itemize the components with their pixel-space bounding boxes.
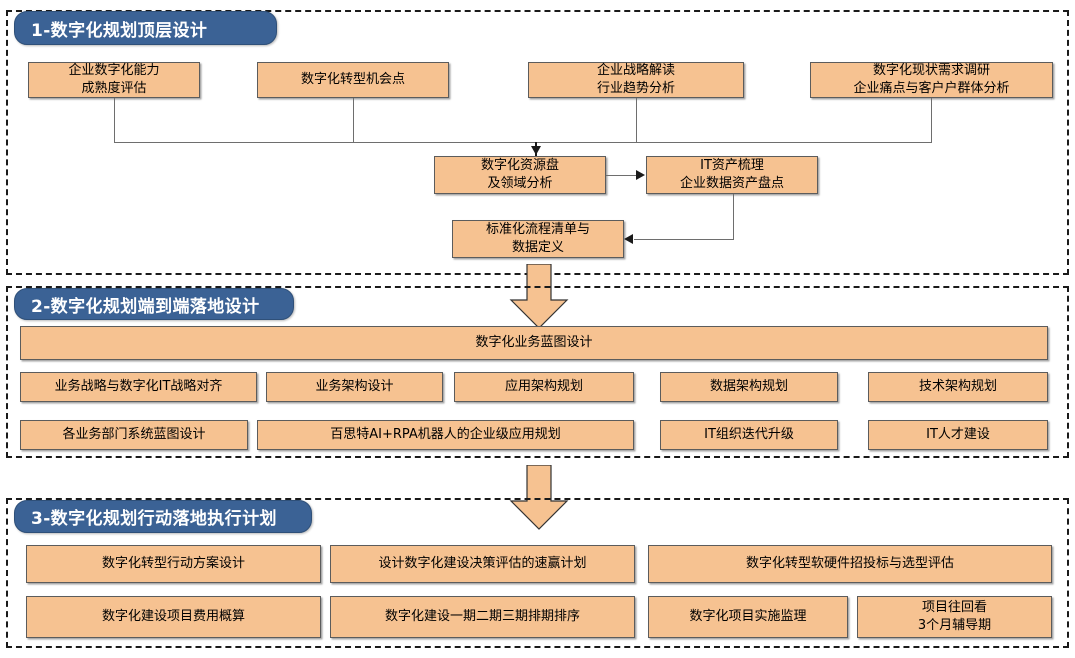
- box-project-supervision[interactable]: 数字化项目实施监理: [648, 596, 848, 638]
- box-line-1: 企业数字化能力: [68, 63, 160, 79]
- section-2-frame: [6, 286, 1069, 458]
- box-hardware-software-bidding[interactable]: 数字化转型软硬件招投标与选型评估: [648, 545, 1052, 583]
- connector-v-capability: [114, 98, 115, 142]
- connector-resource-to-itasset: [606, 175, 637, 176]
- box-ai-rpa-enterprise-plan[interactable]: 百思特AI+RPA机器人的企业级应用规划: [257, 420, 634, 450]
- box-resource-inventory[interactable]: 数字化资源盘 及领域分析: [434, 156, 606, 194]
- box-line-1: 数据架构规划: [709, 379, 788, 395]
- box-line-1: 数字化转型行动方案设计: [101, 556, 245, 572]
- box-line-1: 标准化流程清单与: [485, 222, 590, 238]
- box-current-state-research[interactable]: 数字化现状需求调研 企业痛点与客户户群体分析: [810, 62, 1053, 98]
- box-project-cost-estimate[interactable]: 数字化建设项目费用概算: [26, 596, 321, 638]
- box-transformation-action-plan[interactable]: 数字化转型行动方案设计: [26, 545, 321, 583]
- box-phase-scheduling[interactable]: 数字化建设一期二期三期排期排序: [330, 596, 635, 638]
- block-arrow-section1-to-section2: [508, 264, 570, 330]
- connector-itasset-down: [733, 194, 734, 239]
- box-line-1: 数字化项目实施监理: [689, 609, 807, 625]
- box-line-2: 企业痛点与客户户群体分析: [853, 81, 1010, 96]
- box-line-1: IT人才建设: [926, 427, 990, 443]
- box-line-1: 业务战略与数字化IT战略对齐: [54, 379, 223, 395]
- box-line-2: 数据定义: [511, 240, 564, 255]
- box-project-retrospective[interactable]: 项目往回看 3个月辅导期: [857, 596, 1052, 638]
- box-line-1: 项目往回看: [921, 600, 987, 616]
- box-line-2: 3个月辅导期: [917, 618, 992, 633]
- box-line-1: 业务架构设计: [315, 379, 394, 395]
- box-line-1: 数字化转型机会点: [300, 72, 405, 88]
- box-line-1: 企业战略解读: [596, 63, 675, 79]
- box-standard-process-list[interactable]: 标准化流程清单与 数据定义: [452, 220, 624, 258]
- box-line-1: 数字化建设一期二期三期排期排序: [384, 609, 580, 625]
- connector-v-opportunity: [353, 98, 354, 142]
- box-line-1: 数字化现状需求调研: [872, 63, 990, 79]
- box-line-2: 行业趋势分析: [596, 81, 675, 96]
- box-it-org-iteration[interactable]: IT组织迭代升级: [660, 420, 838, 450]
- section-3-title: 3-数字化规划行动落地执行计划: [31, 509, 277, 529]
- box-quick-win-plan[interactable]: 设计数字化建设决策评估的速赢计划: [330, 545, 635, 583]
- box-line-1: IT组织迭代升级: [704, 427, 794, 443]
- box-department-blueprint[interactable]: 各业务部门系统蓝图设计: [20, 420, 248, 450]
- connector-main-down-arrowhead: [531, 146, 541, 155]
- box-strategy-interpretation[interactable]: 企业战略解读 行业趋势分析: [528, 62, 744, 98]
- section-1-title: 1-数字化规划顶层设计: [31, 20, 208, 41]
- box-strategy-alignment[interactable]: 业务战略与数字化IT战略对齐: [20, 372, 257, 402]
- connector-v-research: [931, 98, 932, 142]
- box-line-1: 应用架构规划: [504, 379, 583, 395]
- box-it-asset-inventory[interactable]: IT资产梳理 企业数据资产盘点: [646, 156, 818, 194]
- connector-v-strategy: [636, 98, 637, 142]
- box-application-architecture[interactable]: 应用架构规划: [454, 372, 634, 402]
- box-line-1: 数字化业务蓝图设计: [475, 335, 593, 351]
- box-line-1: 技术架构规划: [918, 379, 997, 395]
- section-1-header: 1-数字化规划顶层设计: [14, 11, 277, 45]
- section-3-frame: [6, 498, 1069, 648]
- box-capability-maturity[interactable]: 企业数字化能力 成熟度评估: [28, 62, 200, 98]
- box-data-architecture[interactable]: 数据架构规划: [660, 372, 838, 402]
- connector-itasset-arrowhead: [624, 234, 633, 244]
- box-line-1: 设计数字化建设决策评估的速赢计划: [378, 556, 587, 572]
- section-2-title: 2-数字化规划端到端落地设计: [31, 296, 260, 317]
- box-line-1: 数字化资源盘: [480, 158, 559, 174]
- box-line-2: 成熟度评估: [81, 81, 147, 96]
- box-line-1: 百思特AI+RPA机器人的企业级应用规划: [330, 427, 561, 443]
- box-line-2: 及领域分析: [487, 176, 553, 191]
- connector-bus-horizontal: [114, 142, 932, 143]
- box-transformation-opportunity[interactable]: 数字化转型机会点: [257, 62, 449, 98]
- box-line-1: 各业务部门系统蓝图设计: [62, 427, 206, 443]
- box-line-1: IT资产梳理: [700, 158, 764, 174]
- section-2-header: 2-数字化规划端到端落地设计: [14, 288, 294, 320]
- box-line-2: 企业数据资产盘点: [679, 176, 784, 191]
- box-line-1: 数字化转型软硬件招投标与选型评估: [745, 556, 954, 572]
- connector-itasset-left: [634, 239, 734, 240]
- connector-resource-to-itasset-arrowhead: [636, 170, 645, 180]
- box-it-talent-development[interactable]: IT人才建设: [868, 420, 1048, 450]
- section-3-header: 3-数字化规划行动落地执行计划: [14, 500, 312, 533]
- box-business-blueprint-banner[interactable]: 数字化业务蓝图设计: [20, 326, 1048, 360]
- box-technical-architecture[interactable]: 技术架构规划: [868, 372, 1048, 402]
- box-line-1: 数字化建设项目费用概算: [101, 609, 245, 625]
- block-arrow-section2-to-section3: [508, 465, 570, 531]
- box-business-architecture[interactable]: 业务架构设计: [266, 372, 443, 402]
